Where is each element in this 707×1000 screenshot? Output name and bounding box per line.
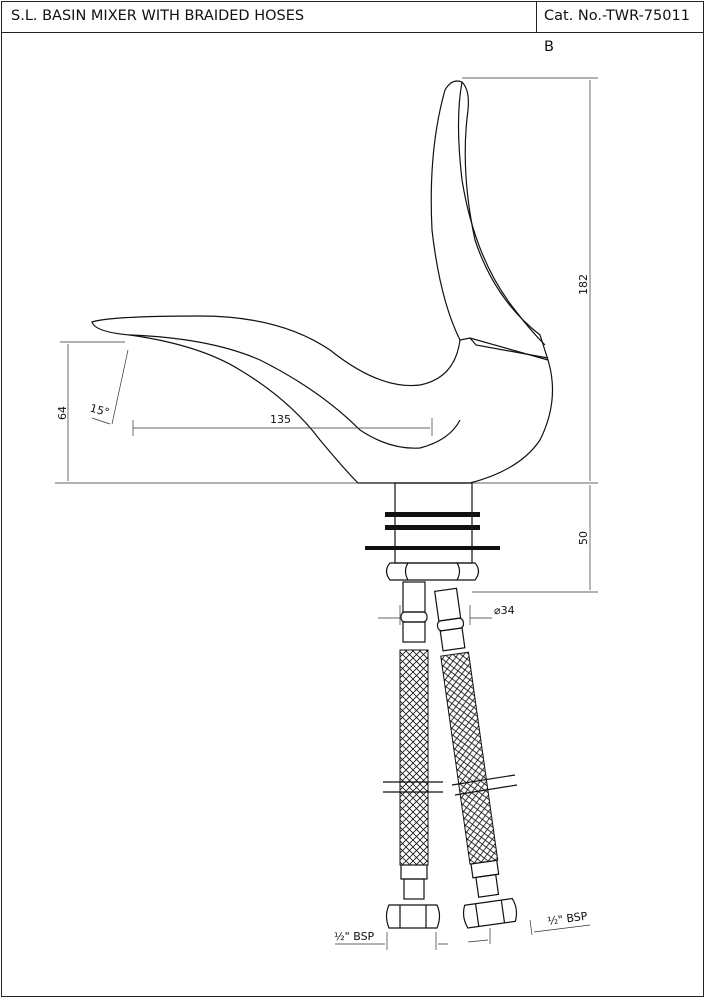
title-block: S.L. BASIN MIXER WITH BRAIDED HOSES Cat.… [1, 1, 704, 55]
mounting-base [365, 482, 500, 581]
washer [365, 546, 500, 550]
braided-hose-left [385, 581, 441, 929]
dim-bsp-right: ½" BSP [547, 909, 589, 928]
braided-hose-right [434, 587, 518, 929]
dim-bsp-left: ½" BSP [334, 930, 375, 943]
dimension-lines [55, 77, 598, 950]
break-lines [383, 774, 518, 796]
drawing-title: S.L. BASIN MIXER WITH BRAIDED HOSES [11, 8, 305, 24]
faucet-body [91, 80, 554, 484]
dim-50: 50 [577, 531, 590, 545]
catalog-number: Cat. No.-TWR-75011 B [536, 1, 704, 55]
dim-182: 182 [577, 274, 590, 295]
dim-64: 64 [56, 406, 69, 420]
dim-diameter: ⌀34 [494, 604, 515, 617]
washer [385, 512, 480, 517]
dim-135: 135 [270, 413, 291, 426]
washer [385, 525, 480, 530]
dim-angle: 15° [89, 402, 111, 420]
